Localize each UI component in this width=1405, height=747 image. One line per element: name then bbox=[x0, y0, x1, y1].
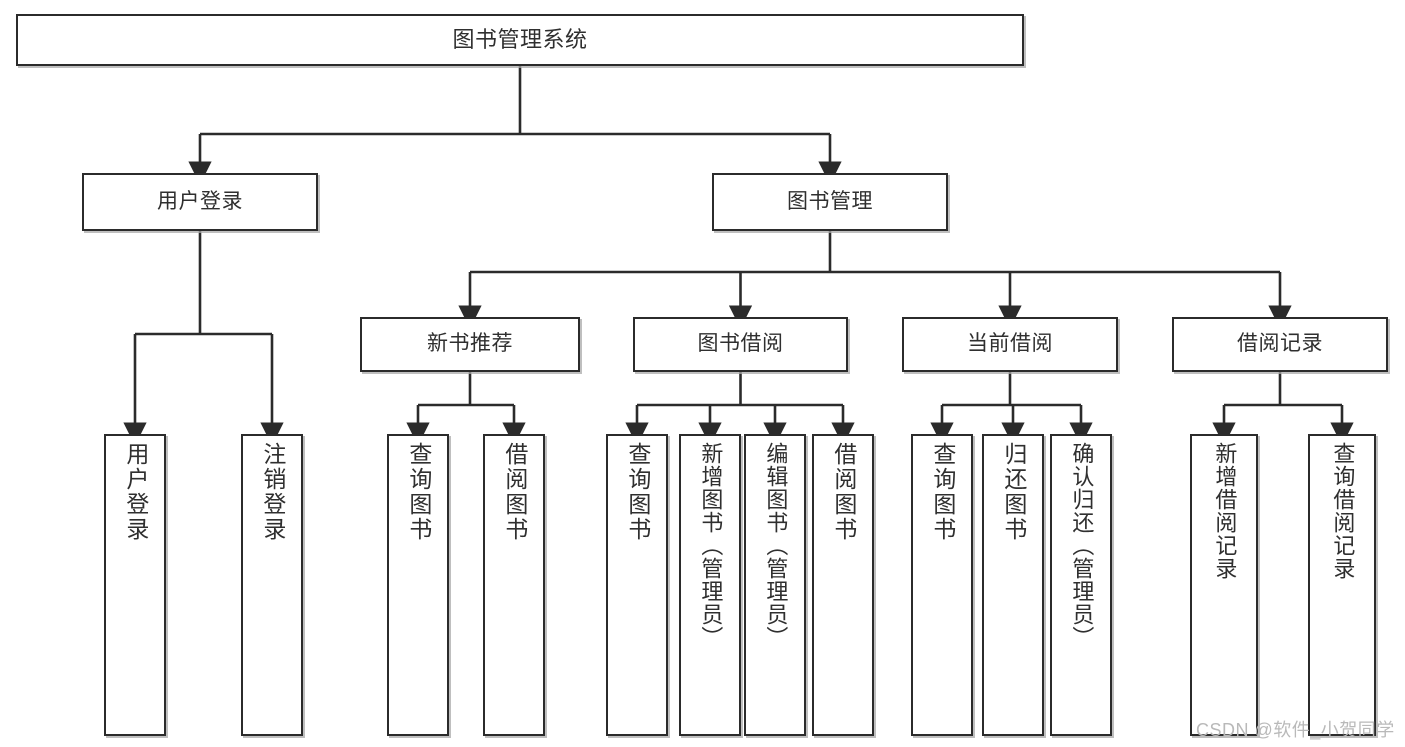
node-label: 图书管理 bbox=[787, 189, 873, 213]
node-leaf-lf-2[interactable]: 查询图书 bbox=[387, 434, 449, 736]
node-label: 新增借阅记录 bbox=[1212, 442, 1238, 580]
node-leaf-lf-9[interactable]: 归还图书 bbox=[982, 434, 1044, 736]
node-leaf-lf-5[interactable]: 新增图书（管理员） bbox=[679, 434, 741, 736]
node-label: 归还图书 bbox=[1000, 442, 1027, 542]
node-label: 新增图书（管理员） bbox=[698, 442, 724, 649]
node-leaf-lf-0[interactable]: 用户登录 bbox=[104, 434, 166, 736]
node-label: 当前借阅 bbox=[967, 332, 1053, 356]
node-leaf-lf-7[interactable]: 借阅图书 bbox=[812, 434, 874, 736]
node-label: 确认归还（管理员） bbox=[1069, 442, 1095, 649]
node-label: 借阅图书 bbox=[501, 442, 528, 542]
node-label: 借阅记录 bbox=[1237, 332, 1323, 356]
node-label: 查询图书 bbox=[929, 442, 956, 542]
node-leaf-lf-1[interactable]: 注销登录 bbox=[241, 434, 303, 736]
node-label: 图书借阅 bbox=[697, 332, 784, 356]
node-leaf-lf-11[interactable]: 新增借阅记录 bbox=[1190, 434, 1258, 736]
node-level1-l1-1[interactable]: 图书管理 bbox=[712, 173, 948, 231]
node-leaf-lf-4[interactable]: 查询图书 bbox=[606, 434, 668, 736]
node-label: 查询图书 bbox=[405, 442, 432, 542]
node-level2-l2-2[interactable]: 当前借阅 bbox=[902, 317, 1118, 372]
node-level2-l2-1[interactable]: 图书借阅 bbox=[633, 317, 848, 372]
node-label: 注销登录 bbox=[259, 442, 286, 542]
node-label: 查询借阅记录 bbox=[1330, 442, 1356, 580]
node-leaf-lf-10[interactable]: 确认归还（管理员） bbox=[1050, 434, 1112, 736]
node-leaf-lf-3[interactable]: 借阅图书 bbox=[483, 434, 545, 736]
node-leaf-lf-12[interactable]: 查询借阅记录 bbox=[1308, 434, 1376, 736]
node-leaf-lf-8[interactable]: 查询图书 bbox=[911, 434, 973, 736]
node-level2-l2-0[interactable]: 新书推荐 bbox=[360, 317, 580, 372]
node-label: 用户登录 bbox=[157, 189, 243, 213]
watermark-text: CSDN @软件_小贺同学 bbox=[1196, 720, 1395, 740]
node-level1-l1-0[interactable]: 用户登录 bbox=[82, 173, 318, 231]
node-level2-l2-3[interactable]: 借阅记录 bbox=[1172, 317, 1388, 372]
node-leaf-lf-6[interactable]: 编辑图书（管理员） bbox=[744, 434, 806, 736]
node-label: 查询图书 bbox=[624, 442, 651, 542]
node-label: 编辑图书（管理员） bbox=[763, 442, 789, 649]
node-label: 新书推荐 bbox=[427, 332, 513, 356]
node-label: 用户登录 bbox=[122, 442, 149, 542]
node-root-root[interactable]: 图书管理系统 bbox=[16, 14, 1024, 66]
node-label: 图书管理系统 bbox=[452, 27, 588, 53]
node-label: 借阅图书 bbox=[830, 442, 857, 542]
